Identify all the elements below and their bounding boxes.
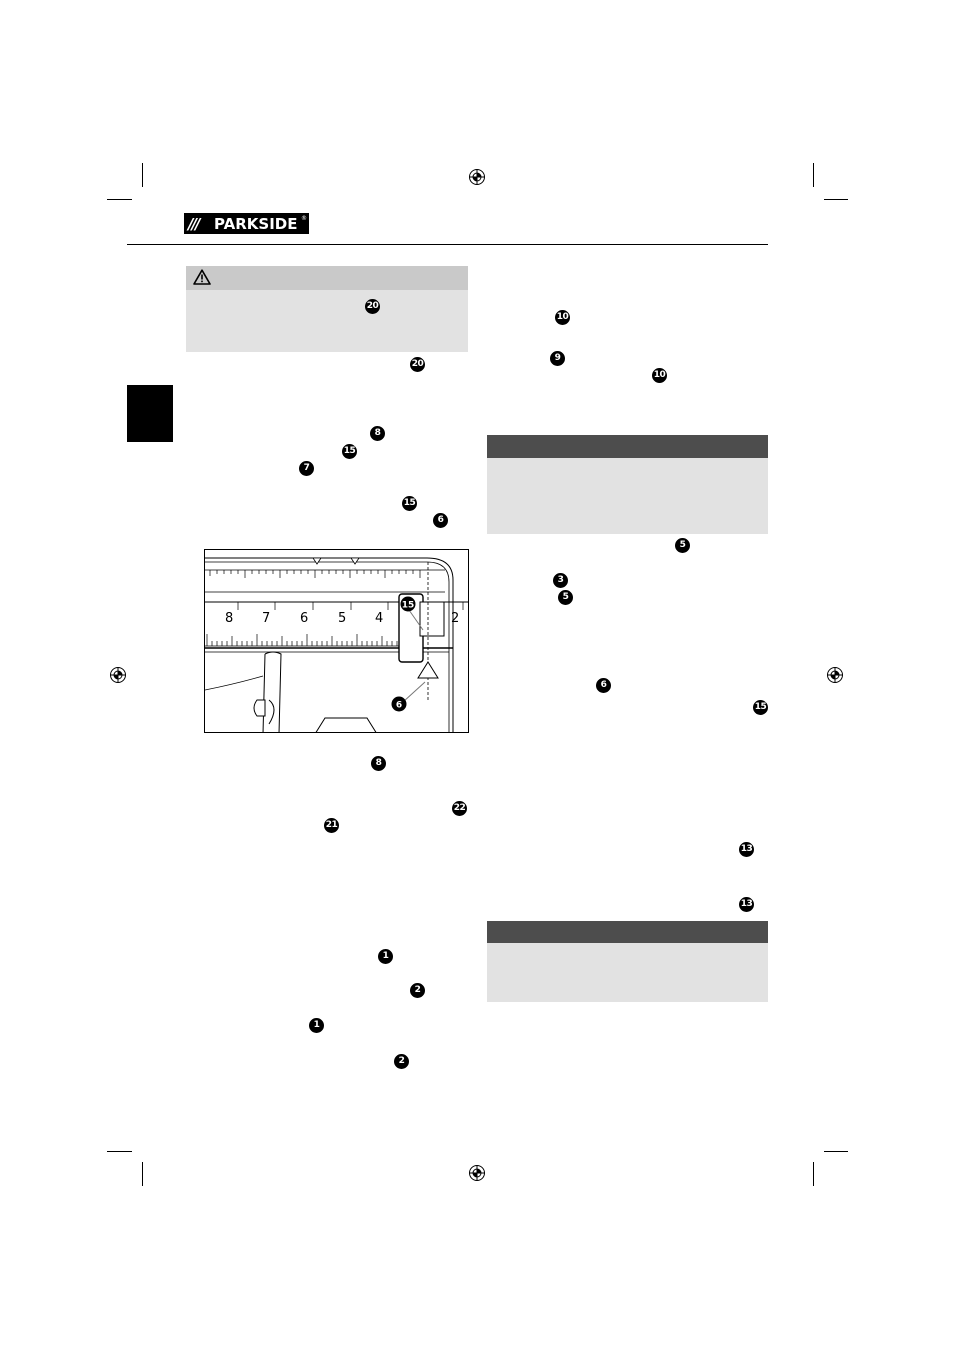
ref-number-badge: 21 [324,818,339,833]
ref-number-badge: 15 [342,444,357,459]
brand-logo: /// PARKSIDE ® [184,213,309,234]
ruler-number: 5 [338,611,346,626]
logo-slashes: /// [188,214,200,233]
ref-number-badge: 1 [378,949,393,964]
ruler-number: 2 [451,611,459,626]
note-box-body [487,458,768,534]
ref-number-badge: 5 [558,590,573,605]
ref-number-badge: 8 [370,426,385,441]
ruler-figure: 8 7 6 5 4 2 15 6 [204,549,469,733]
warning-box-body [186,290,468,352]
crop-mark [813,163,814,187]
figure-callout-label: 15 [402,601,415,611]
ref-number-badge: 13 [739,842,754,857]
registration-mark-icon [110,667,126,683]
crop-mark [824,199,848,200]
ruler-number: 6 [300,611,308,626]
ref-number-badge: 3 [553,573,568,588]
crop-mark [142,1162,143,1186]
note-box-header [487,921,768,943]
ref-number-badge: 13 [739,897,754,912]
crop-mark [107,1151,132,1152]
registration-mark-icon [469,1165,485,1181]
ref-number-badge: 10 [652,368,667,383]
ref-number-badge: 20 [410,357,425,372]
ruler-illustration: 8 7 6 5 4 2 15 6 [205,557,468,732]
note-box-body [487,943,768,1002]
ref-number-badge: 22 [452,801,467,816]
ref-number-badge: 6 [433,513,448,528]
ref-number-badge: 2 [410,983,425,998]
language-side-tab [127,385,173,442]
header-rule [127,244,768,245]
ref-number-badge: 1 [309,1018,324,1033]
ref-number-badge: 2 [394,1054,409,1069]
ruler-number: 8 [225,611,233,626]
crop-mark [813,1162,814,1186]
ref-number-badge: 6 [596,678,611,693]
ruler-number: 4 [375,611,383,626]
warning-triangle-icon [193,269,211,285]
ref-number-badge: 20 [365,299,380,314]
warning-box-header [186,266,468,290]
logo-registered-mark: ® [301,215,307,222]
crop-mark [107,199,132,200]
registration-mark-icon [827,667,843,683]
crop-mark [824,1151,848,1152]
figure-callout-label: 6 [396,701,402,711]
ref-number-badge: 9 [550,351,565,366]
logo-wordmark: PARKSIDE [214,214,298,233]
ref-number-badge: 5 [675,538,690,553]
note-box-header [487,435,768,458]
registration-mark-icon [469,169,485,185]
crop-mark [142,163,143,187]
ref-number-badge: 8 [371,756,386,771]
ref-number-badge: 15 [753,700,768,715]
ruler-number: 7 [262,611,270,626]
ref-number-badge: 7 [299,461,314,476]
ref-number-badge: 10 [555,310,570,325]
ref-number-badge: 15 [402,496,417,511]
